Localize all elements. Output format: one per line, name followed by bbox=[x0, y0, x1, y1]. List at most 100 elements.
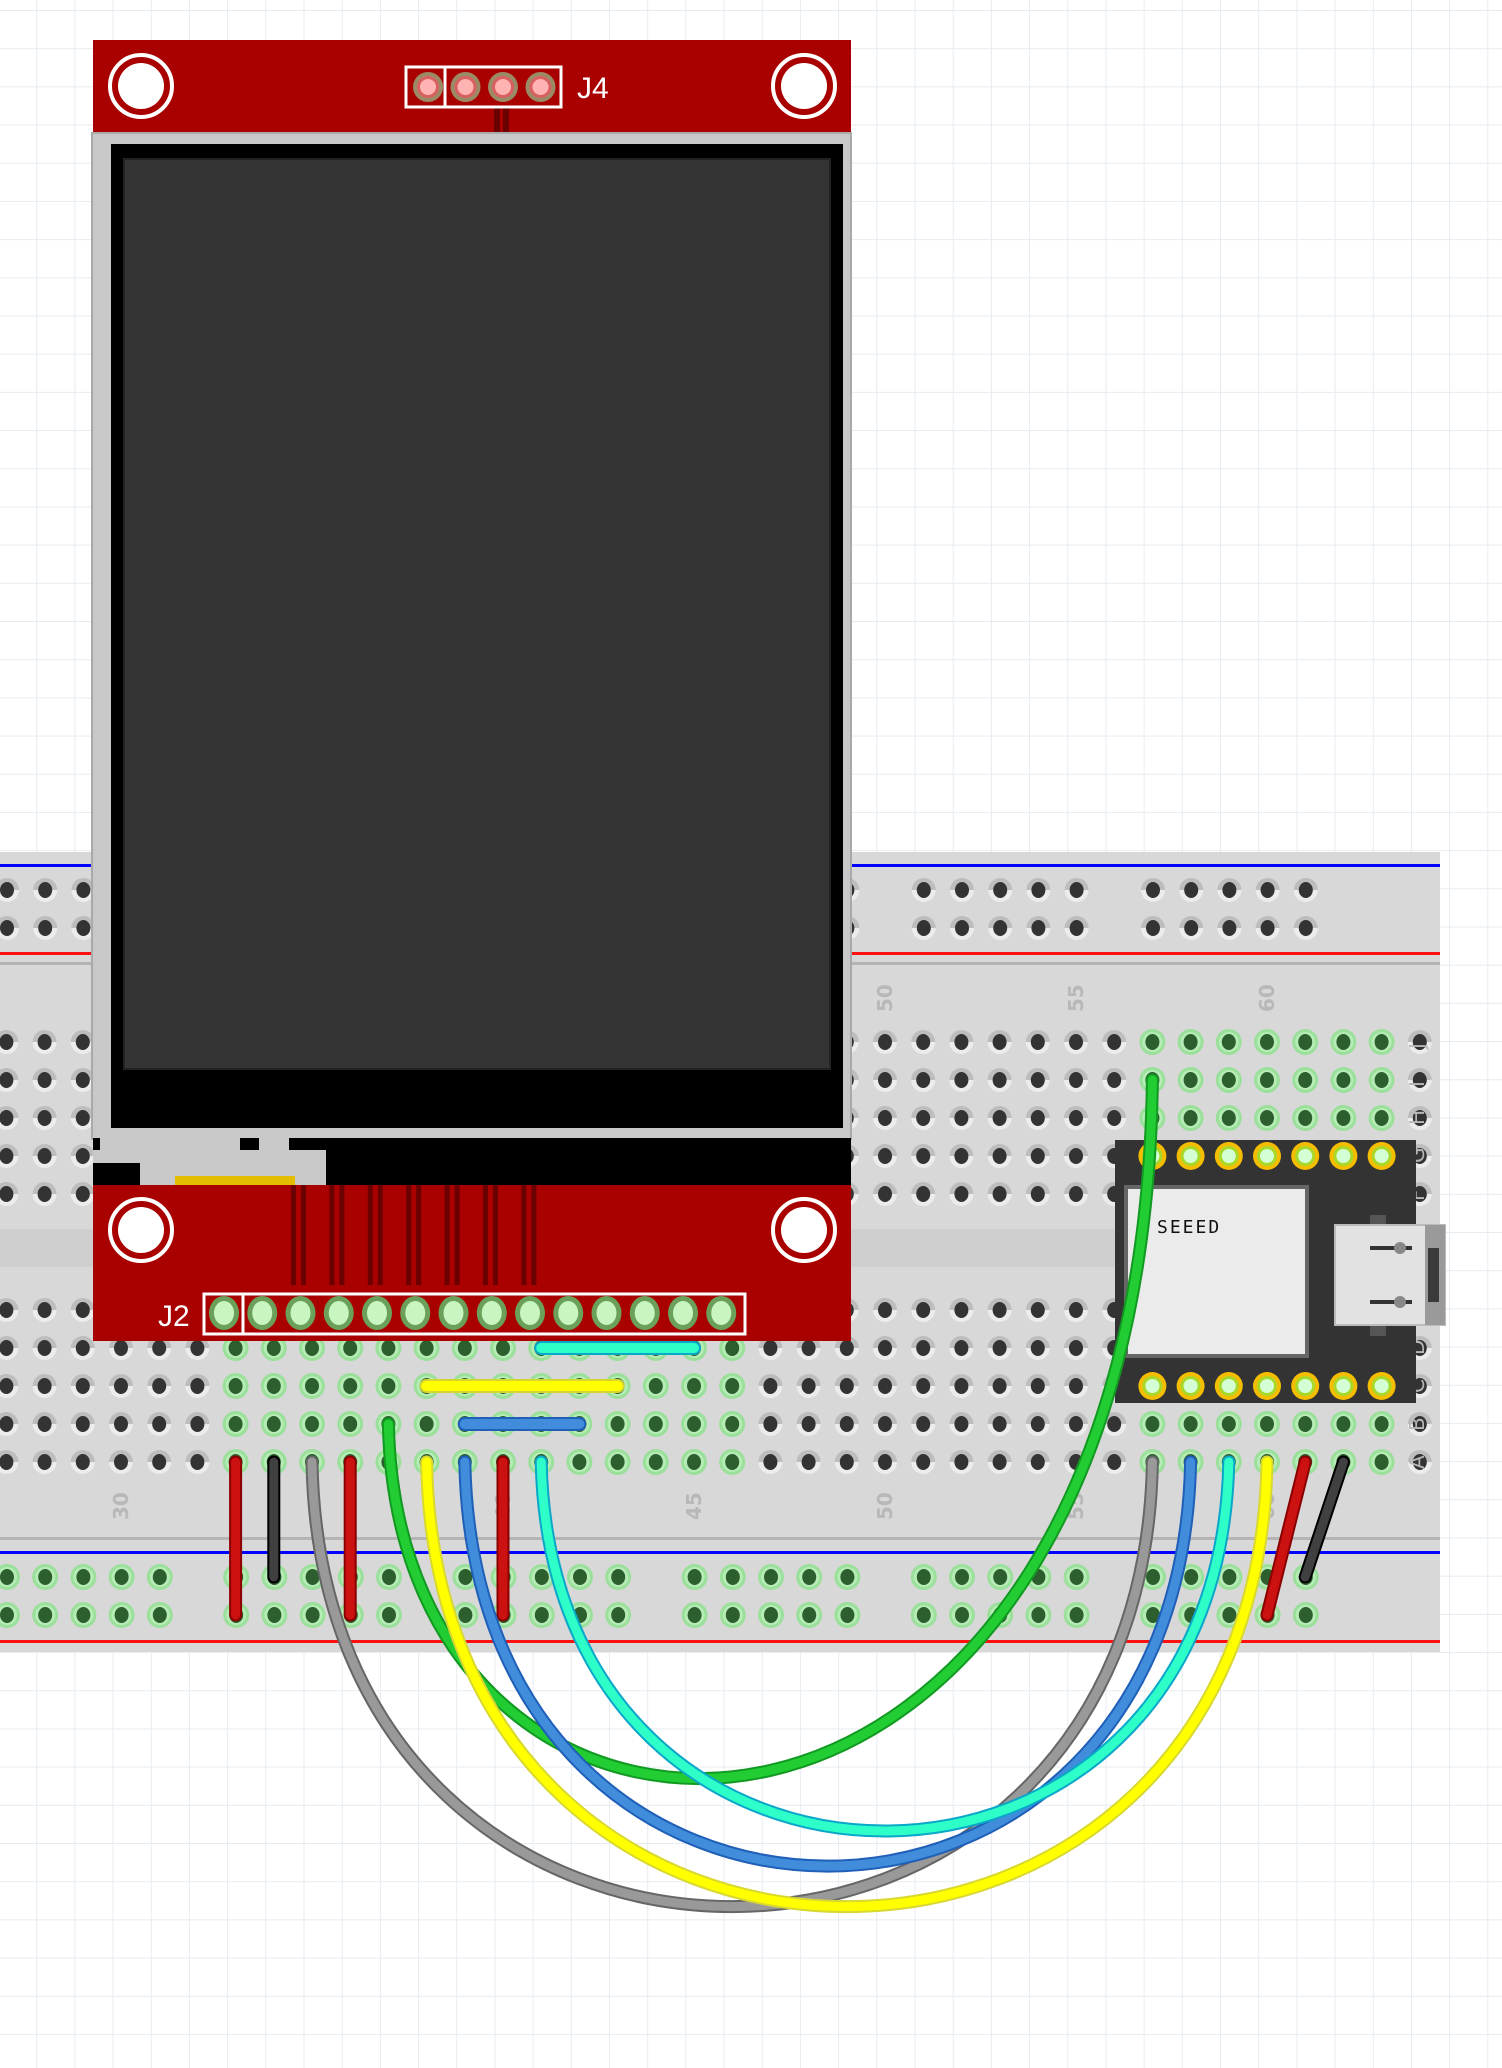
rail-top-hole[interactable] bbox=[33, 878, 58, 903]
hole-B57[interactable] bbox=[1139, 1411, 1166, 1437]
hole-H29[interactable] bbox=[70, 1106, 95, 1130]
hole-H64[interactable] bbox=[1407, 1106, 1432, 1130]
rail-bottom-hole[interactable] bbox=[910, 1564, 937, 1590]
hole-C53[interactable] bbox=[987, 1374, 1012, 1398]
rail-bottom-hole[interactable] bbox=[758, 1602, 784, 1628]
hole-B33[interactable] bbox=[222, 1411, 249, 1437]
hole-J28[interactable] bbox=[32, 1030, 57, 1054]
hole-G50[interactable] bbox=[873, 1144, 897, 1168]
hole-A46[interactable] bbox=[719, 1449, 746, 1475]
hole-A28[interactable] bbox=[32, 1450, 57, 1474]
hole-B36[interactable] bbox=[337, 1411, 364, 1437]
hole-I62[interactable] bbox=[1330, 1067, 1357, 1093]
hole-F29[interactable] bbox=[70, 1182, 95, 1206]
rail-bottom-hole[interactable] bbox=[70, 1602, 97, 1628]
rail-bottom-hole[interactable] bbox=[796, 1602, 823, 1628]
hole-B51[interactable] bbox=[911, 1412, 936, 1436]
hole-G53[interactable] bbox=[987, 1144, 1012, 1168]
rail-top-hole[interactable] bbox=[988, 878, 1013, 903]
rail-top-hole[interactable] bbox=[1064, 916, 1089, 940]
rail-bottom-hole[interactable] bbox=[605, 1564, 632, 1590]
rail-bottom-hole[interactable] bbox=[681, 1602, 708, 1628]
rail-bottom-hole[interactable] bbox=[834, 1602, 861, 1628]
rail-top-hole[interactable] bbox=[1026, 916, 1051, 940]
hole-I60[interactable] bbox=[1254, 1067, 1280, 1093]
rail-bottom-hole[interactable] bbox=[910, 1602, 937, 1628]
rail-top-hole[interactable] bbox=[0, 878, 19, 902]
hole-J27[interactable] bbox=[0, 1030, 19, 1054]
hole-D33[interactable] bbox=[222, 1335, 249, 1361]
hole-H28[interactable] bbox=[32, 1106, 57, 1130]
hole-H51[interactable] bbox=[911, 1106, 936, 1130]
hole-B29[interactable] bbox=[70, 1412, 95, 1436]
hole-J51[interactable] bbox=[911, 1030, 936, 1054]
rail-bottom-hole[interactable] bbox=[834, 1564, 861, 1590]
hole-H54[interactable] bbox=[1025, 1106, 1050, 1130]
hole-J57[interactable] bbox=[1139, 1029, 1166, 1055]
hole-F54[interactable] bbox=[1025, 1182, 1050, 1206]
hole-I51[interactable] bbox=[911, 1068, 936, 1092]
rail-top-hole[interactable] bbox=[950, 916, 974, 940]
yellow-signal-wire[interactable] bbox=[420, 1455, 1274, 1913]
cyan-signal-wire[interactable] bbox=[534, 1455, 1236, 1838]
hole-J58[interactable] bbox=[1177, 1029, 1204, 1055]
hole-C29[interactable] bbox=[70, 1374, 95, 1398]
hole-B62[interactable] bbox=[1330, 1411, 1357, 1437]
hole-I28[interactable] bbox=[32, 1068, 57, 1092]
hole-J64[interactable] bbox=[1407, 1030, 1432, 1054]
hole-J61[interactable] bbox=[1292, 1029, 1319, 1055]
rail-bottom-hole[interactable] bbox=[32, 1564, 59, 1590]
rail-bottom-hole[interactable] bbox=[949, 1602, 975, 1628]
hole-C51[interactable] bbox=[911, 1374, 936, 1398]
hole-C54[interactable] bbox=[1025, 1374, 1050, 1398]
hole-D51[interactable] bbox=[911, 1336, 936, 1360]
hole-B45[interactable] bbox=[681, 1411, 707, 1437]
hole-I54[interactable] bbox=[1025, 1068, 1050, 1092]
rail-top-hole[interactable] bbox=[1179, 916, 1204, 940]
hole-E54[interactable] bbox=[1025, 1298, 1050, 1322]
hole-D52[interactable] bbox=[949, 1336, 974, 1360]
rail-top-hole[interactable] bbox=[1217, 916, 1242, 940]
hole-C32[interactable] bbox=[185, 1374, 210, 1398]
hole-H27[interactable] bbox=[0, 1106, 19, 1130]
hole-B55[interactable] bbox=[1064, 1412, 1088, 1436]
rail-bottom-hole[interactable] bbox=[376, 1564, 402, 1590]
black-ground-wire-2[interactable] bbox=[1298, 1455, 1350, 1584]
hole-J52[interactable] bbox=[949, 1030, 974, 1054]
rail-top-hole[interactable] bbox=[1293, 878, 1318, 903]
hole-J56[interactable] bbox=[1102, 1030, 1127, 1054]
rail-bottom-hole[interactable] bbox=[32, 1602, 59, 1628]
red-power-wire-4[interactable] bbox=[1260, 1455, 1312, 1622]
hole-D35[interactable] bbox=[299, 1335, 325, 1361]
hole-A63[interactable] bbox=[1368, 1449, 1395, 1475]
hole-F53[interactable] bbox=[987, 1182, 1012, 1206]
hole-J29[interactable] bbox=[70, 1030, 95, 1054]
hole-A49[interactable] bbox=[834, 1450, 859, 1474]
rail-bottom-hole[interactable] bbox=[949, 1564, 975, 1590]
hole-I56[interactable] bbox=[1102, 1068, 1127, 1092]
hole-B32[interactable] bbox=[185, 1412, 210, 1436]
hole-A52[interactable] bbox=[949, 1450, 974, 1474]
rail-top-hole[interactable] bbox=[1026, 878, 1051, 903]
hole-C36[interactable] bbox=[337, 1373, 364, 1399]
rail-bottom-hole[interactable] bbox=[1025, 1602, 1052, 1628]
hole-D39[interactable] bbox=[451, 1335, 478, 1361]
hole-B52[interactable] bbox=[949, 1412, 974, 1436]
hole-D36[interactable] bbox=[337, 1335, 364, 1361]
rail-bottom-hole[interactable] bbox=[70, 1564, 97, 1590]
hole-C31[interactable] bbox=[147, 1374, 172, 1398]
hole-A45[interactable] bbox=[681, 1449, 707, 1475]
hole-J62[interactable] bbox=[1330, 1029, 1357, 1055]
hole-J55[interactable] bbox=[1064, 1030, 1088, 1054]
rail-bottom-hole[interactable] bbox=[376, 1602, 402, 1628]
rail-bottom-hole[interactable] bbox=[108, 1564, 135, 1590]
hole-B59[interactable] bbox=[1215, 1411, 1242, 1437]
rail-top-hole[interactable] bbox=[1293, 916, 1318, 940]
hole-B38[interactable] bbox=[413, 1411, 440, 1437]
hole-B58[interactable] bbox=[1177, 1411, 1204, 1437]
hole-A30[interactable] bbox=[109, 1450, 133, 1474]
rail-bottom-hole[interactable] bbox=[108, 1602, 135, 1628]
hole-B28[interactable] bbox=[32, 1412, 57, 1436]
hole-C28[interactable] bbox=[32, 1374, 57, 1398]
rail-bottom-hole[interactable] bbox=[1292, 1602, 1319, 1628]
